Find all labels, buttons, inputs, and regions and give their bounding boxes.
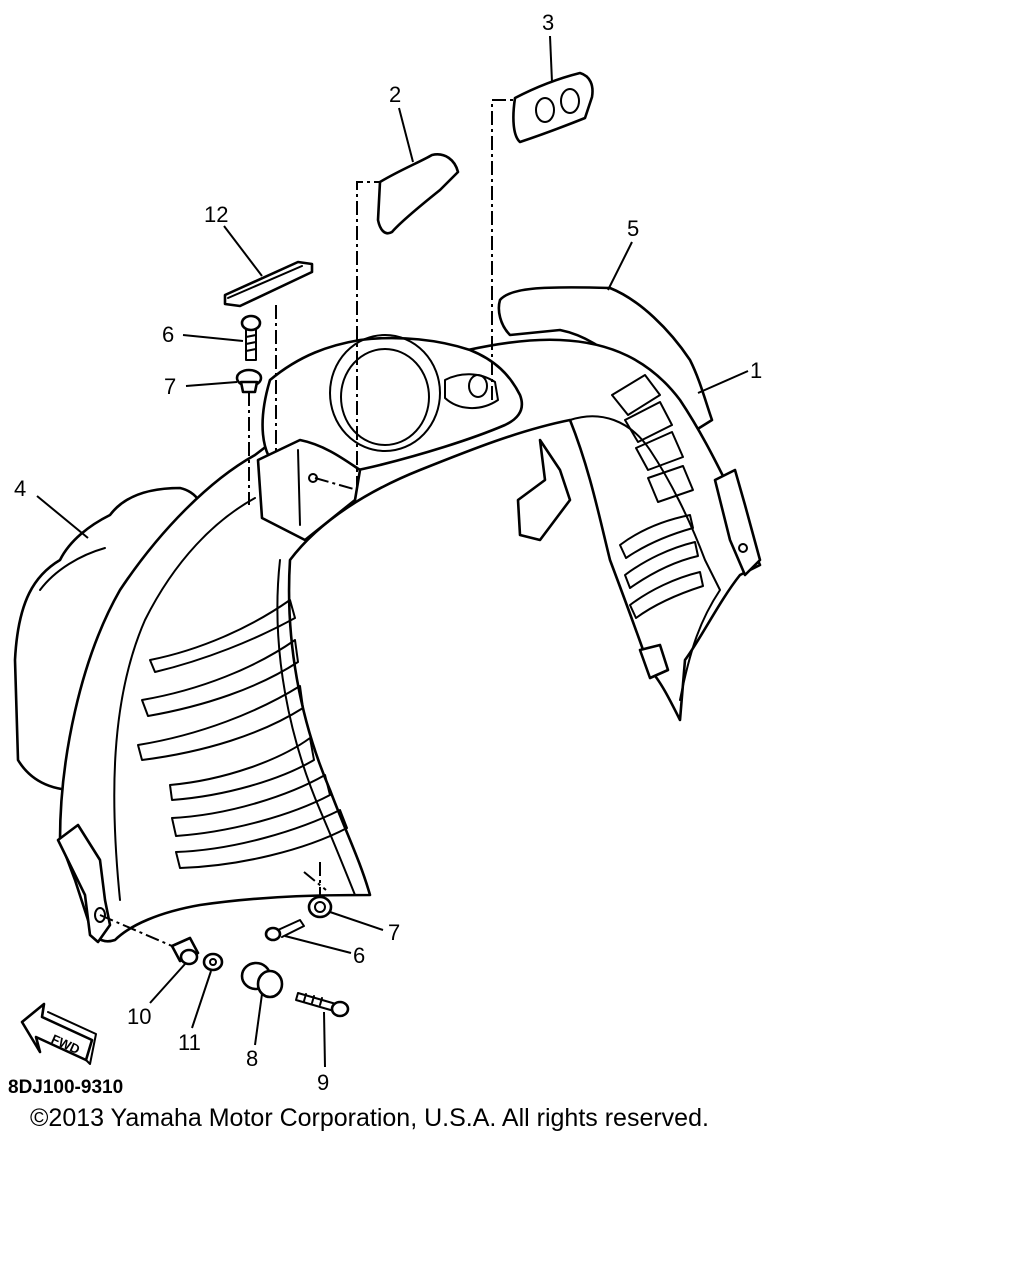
callout-8: 8: [246, 1046, 258, 1071]
callout-11: 11: [178, 1030, 201, 1055]
copyright-notice: ©2013 Yamaha Motor Corporation, U.S.A. A…: [30, 1104, 709, 1132]
headlight-opening: [329, 334, 441, 452]
right-side-bracket: [713, 468, 762, 577]
fwd-arrow-icon: FWD: [20, 1002, 97, 1065]
left-headlight-bracket: [256, 438, 362, 542]
left-cover-ribs: [137, 599, 348, 869]
part-6-screw-top: [240, 314, 262, 361]
callout-numbers: 3 2 12 5 1 6 7 4 7 6 10 11 8 9: [14, 10, 762, 1095]
part-6-screw-bottom: [264, 919, 305, 942]
callout-1: 1: [750, 358, 762, 383]
callout-10: 10: [127, 1004, 151, 1029]
callout-2: 2: [389, 82, 401, 107]
callout-9: 9: [317, 1070, 329, 1095]
part-5-lower-tab: [516, 438, 572, 542]
part-10-collar: [170, 936, 200, 966]
left-lower-bracket: [56, 823, 112, 944]
part-12-strip: [223, 260, 314, 308]
callout-4: 4: [14, 476, 26, 501]
doc-code: 8DJ100-9310: [8, 1077, 123, 1098]
callout-12: 12: [204, 202, 228, 227]
part-7-grommet-top: [235, 368, 263, 394]
part-11-washer: [202, 952, 224, 972]
part-7-grommet-bottom: [307, 895, 333, 919]
assembly-lines: [99, 99, 515, 947]
leader-lines: [36, 35, 749, 1068]
right-cover-ribs: [611, 374, 704, 619]
part-2-pad: [376, 153, 460, 235]
callout-6-bottom: 6: [353, 943, 365, 968]
callout-6-top: 6: [162, 322, 174, 347]
part-9-bolt: [295, 992, 350, 1018]
callout-5: 5: [627, 216, 639, 241]
callout-7-bottom: 7: [388, 920, 400, 945]
callout-3: 3: [542, 10, 554, 35]
part-8-grommet: [240, 961, 284, 999]
right-lower-tab: [638, 643, 670, 680]
callout-7-top: 7: [164, 374, 176, 399]
